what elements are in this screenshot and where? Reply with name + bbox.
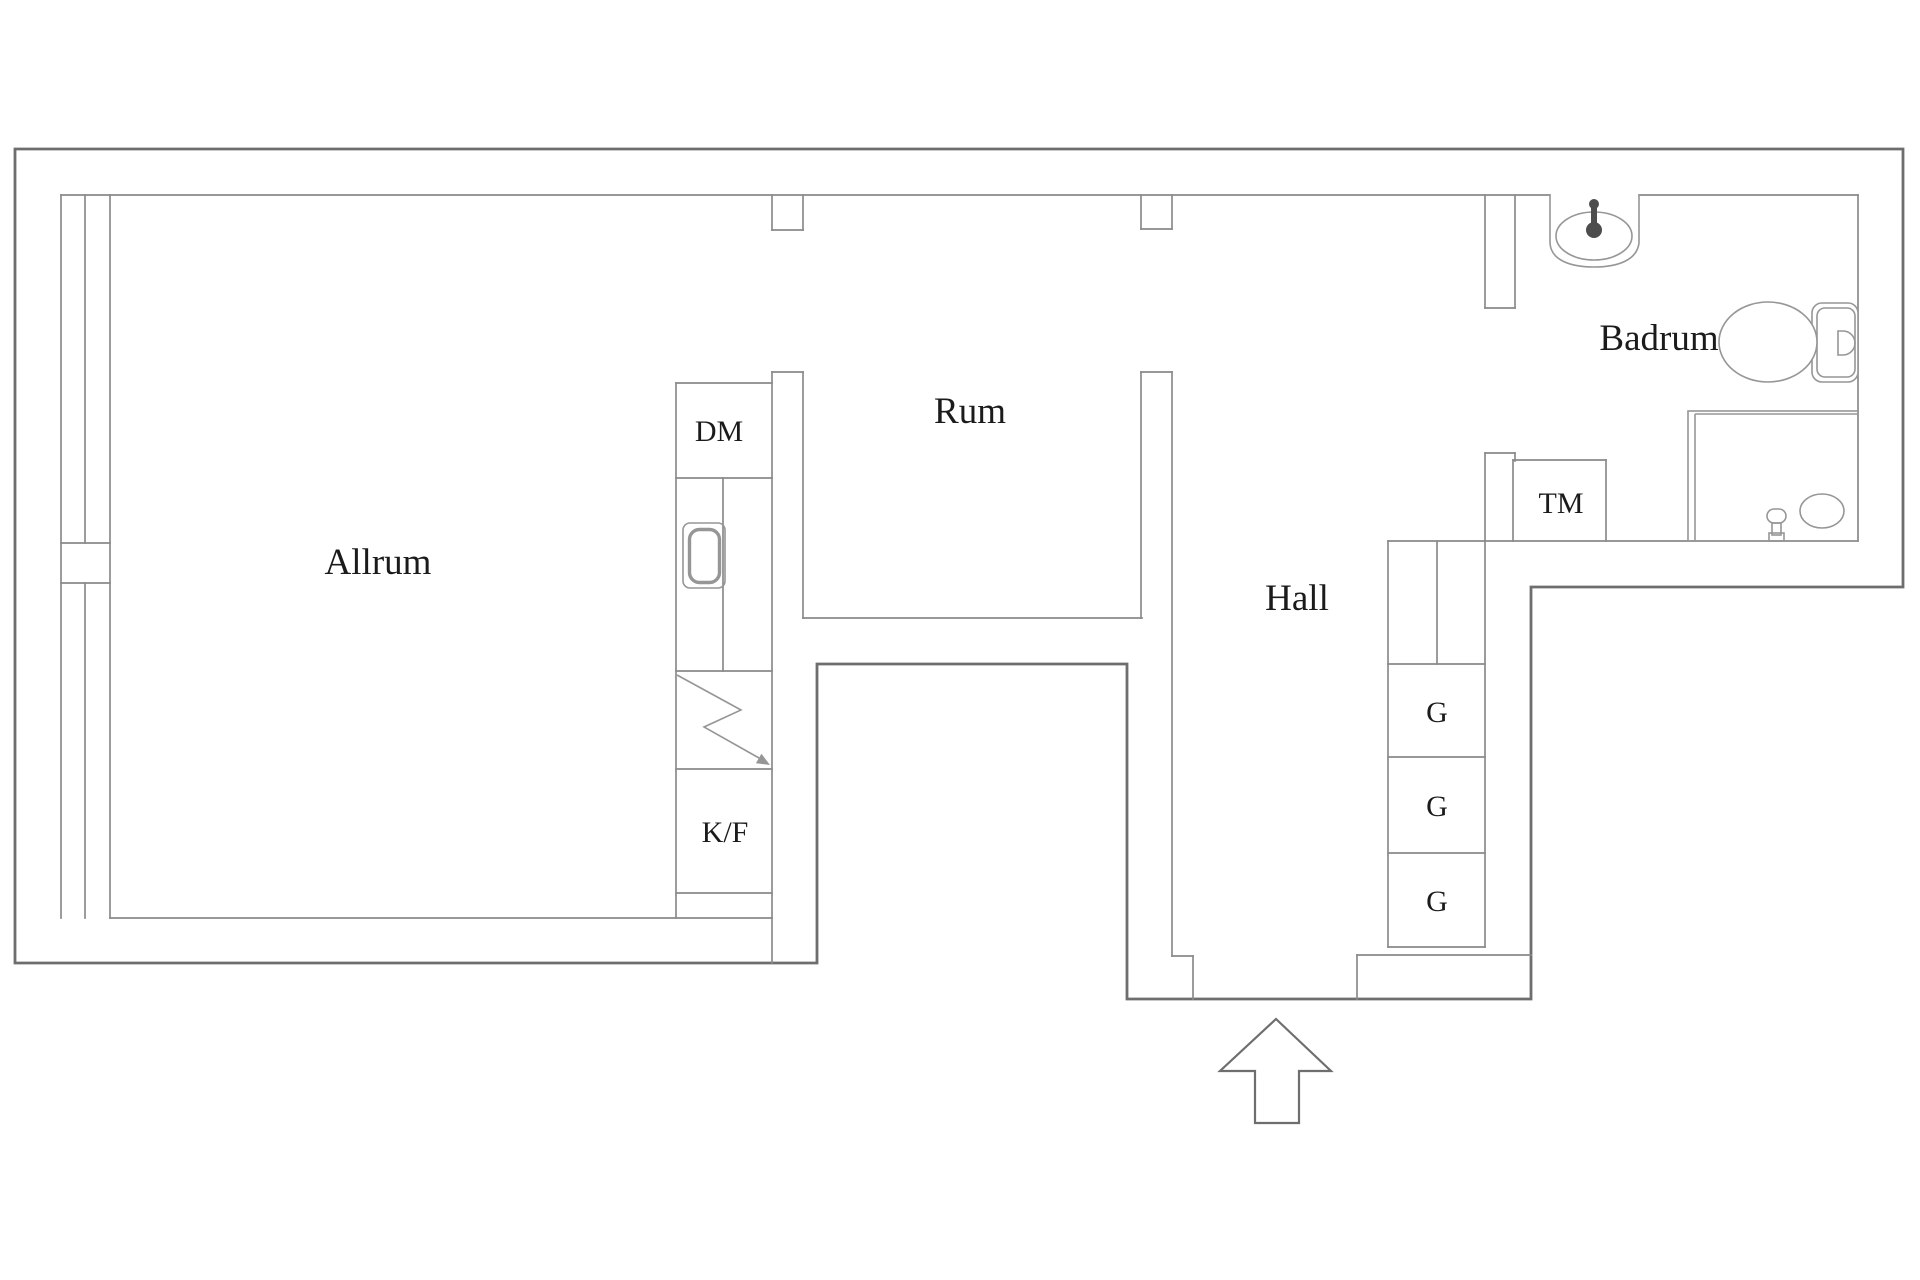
wall-rum-hall: [1140, 194, 1173, 957]
unit-label-dishwasher: DM: [695, 415, 743, 448]
outer-walls: [13, 147, 1905, 1001]
building-outline: [13, 147, 1905, 1001]
stove-icon: [676, 674, 770, 765]
room-label-badrum: Badrum: [1599, 318, 1718, 359]
tm-unit-outline: [1512, 459, 1607, 542]
drain-icon: [1799, 493, 1845, 529]
room-label-allrum: Allrum: [325, 542, 432, 583]
unit-label-fridge-freezer: K/F: [702, 816, 749, 849]
window-left-band: [60, 194, 111, 919]
wall-kitchen-rum: [771, 371, 804, 619]
wall-stub-allrum-rum: [771, 194, 804, 231]
unit-label-wardrobe-3: G: [1426, 885, 1448, 918]
room-label-hall: Hall: [1265, 578, 1329, 619]
room-label-rum: Rum: [934, 391, 1006, 432]
entrance-door-jambs: [1171, 954, 1532, 1000]
tap-icon: [1766, 508, 1787, 542]
wall-hall-badrum: [1484, 194, 1516, 948]
labels: Allrum Rum Hall Badrum DM K/F TM G G G: [325, 318, 1719, 918]
unit-label-wardrobe-2: G: [1426, 790, 1448, 823]
bathroom-sink-icon: [1549, 195, 1640, 268]
kitchen-unit-outlines: [675, 371, 773, 964]
kitchen-sink-icon: [682, 522, 726, 589]
toilet-icon: [1718, 301, 1859, 383]
fixtures: [676, 195, 1859, 1125]
unit-label-wardrobe-1: G: [1426, 696, 1448, 729]
entrance-arrow-icon: [1217, 1017, 1334, 1125]
inner-walls: [60, 194, 1859, 1000]
bathtub-icon: [1687, 410, 1859, 542]
flush-button: [1837, 330, 1856, 356]
unit-label-washing-machine: TM: [1539, 487, 1584, 520]
wardrobe-column-outlines: [1387, 540, 1486, 948]
